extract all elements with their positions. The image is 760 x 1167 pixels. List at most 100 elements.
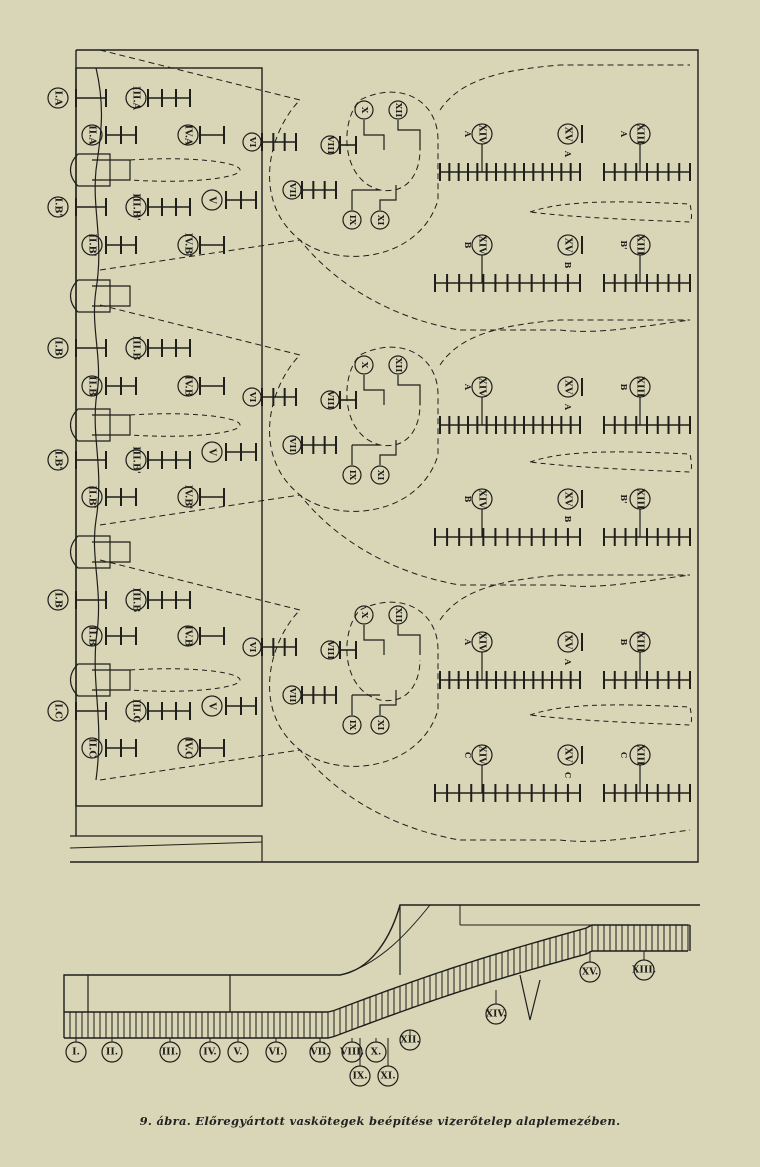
dashed-lens — [529, 704, 692, 726]
label-IV: IV.B' — [177, 233, 199, 257]
bundle-I — [75, 198, 107, 216]
draft-tube-outline — [99, 749, 691, 842]
label-text: IV.B — [183, 375, 194, 397]
draft-tube-top — [439, 574, 690, 621]
label-XIV: XIV — [471, 631, 493, 653]
label-text: V — [207, 195, 218, 204]
label-text: IV. — [203, 1047, 216, 1058]
label-XII: XII — [388, 100, 408, 120]
bundle-XIV — [439, 163, 581, 181]
label-IV: IV.A — [177, 124, 199, 146]
label-circle — [125, 337, 147, 359]
label-text: XIV — [477, 377, 488, 397]
label-text: VIII. — [339, 1047, 364, 1058]
bundle-VI — [261, 638, 297, 656]
label-XIII: XIII — [629, 631, 651, 653]
label-circle — [370, 465, 390, 485]
bundle-II — [105, 377, 137, 395]
label-text: II. — [106, 1047, 118, 1058]
bundle-IV — [199, 126, 225, 144]
bundle-II — [105, 236, 137, 254]
pier-nose — [69, 535, 111, 569]
label-XIV: XIV — [471, 234, 493, 256]
label-VII: VII — [282, 180, 302, 200]
label-XIII: XIII — [629, 744, 651, 766]
label-circle — [81, 737, 103, 759]
bundle-III — [147, 591, 191, 609]
label-circle — [557, 488, 579, 510]
tie-XII — [397, 375, 421, 405]
label-text: II.B' — [87, 485, 98, 508]
label-text: I.A — [53, 90, 64, 106]
bundle-VI — [261, 388, 297, 406]
dashed-bell — [129, 668, 241, 692]
base-slab — [63, 924, 691, 1039]
label-circle — [370, 715, 390, 735]
label-suffix: A — [563, 150, 573, 158]
label-text: XI — [375, 470, 385, 481]
pier-slot — [92, 669, 131, 691]
bundle-VII — [301, 436, 337, 454]
roof — [459, 905, 690, 926]
label-II: II.B' — [81, 485, 103, 509]
label-text: IV.B' — [183, 233, 194, 257]
bundle-V — [225, 191, 257, 209]
label-text: VII. — [309, 1047, 330, 1058]
bundle-I — [75, 591, 107, 609]
label-text: XI. — [380, 1071, 395, 1082]
label-circle — [125, 700, 147, 722]
tie-XI — [379, 440, 397, 465]
label-text: XIII. — [632, 965, 656, 976]
label-circle — [81, 234, 103, 256]
label-suffix: A — [463, 383, 473, 391]
label-XI: XI — [370, 465, 390, 485]
label-circle — [557, 123, 579, 145]
bundle-III — [147, 339, 191, 357]
label-suffix: B' — [619, 494, 629, 503]
label-circle — [370, 210, 390, 230]
label-text: I.B' — [53, 451, 64, 470]
bundle-III — [147, 451, 191, 469]
bundle-XIII — [603, 274, 691, 292]
label-IV: IV.C — [177, 737, 199, 759]
bundle-I — [75, 451, 107, 469]
label-XV: XV — [557, 234, 579, 256]
label-circle — [81, 124, 103, 146]
label-text: XIV — [477, 745, 488, 765]
label-XV: XV — [557, 376, 579, 398]
label-unit: VI — [242, 637, 262, 657]
label-II: II.C — [81, 737, 103, 759]
bundle-II — [105, 126, 137, 144]
section-label: IV. — [199, 1041, 221, 1063]
label-text: III.B — [131, 336, 142, 361]
post — [519, 974, 541, 1021]
label-text: XV — [563, 238, 574, 253]
label-IB: I.B — [47, 337, 69, 359]
label-VIII: VIII — [320, 135, 340, 155]
label-XV: XV — [557, 123, 579, 145]
label-circle — [388, 605, 408, 625]
label-text: XV — [563, 492, 574, 507]
bundle-I — [75, 702, 107, 720]
label-V: V — [201, 441, 223, 463]
label-text: III.B' — [131, 446, 142, 474]
label-circle — [47, 589, 69, 611]
label-suffix: B — [463, 496, 473, 503]
label-text: IV.B' — [183, 485, 194, 509]
label-suffix: A — [463, 130, 473, 138]
tie-X — [363, 375, 385, 405]
label-text: XIII — [635, 124, 646, 145]
bundle-IV — [199, 377, 225, 395]
section-outline — [63, 904, 700, 1012]
bundle-VII — [301, 686, 337, 704]
pier-slot — [92, 159, 131, 181]
label-IB: I.B — [47, 589, 69, 611]
label-circle — [342, 715, 362, 735]
label-text: XIV — [477, 489, 488, 509]
label-text: VI. — [267, 1047, 283, 1058]
bundle-IV — [199, 627, 225, 645]
label-XIII: XIII — [629, 234, 651, 256]
